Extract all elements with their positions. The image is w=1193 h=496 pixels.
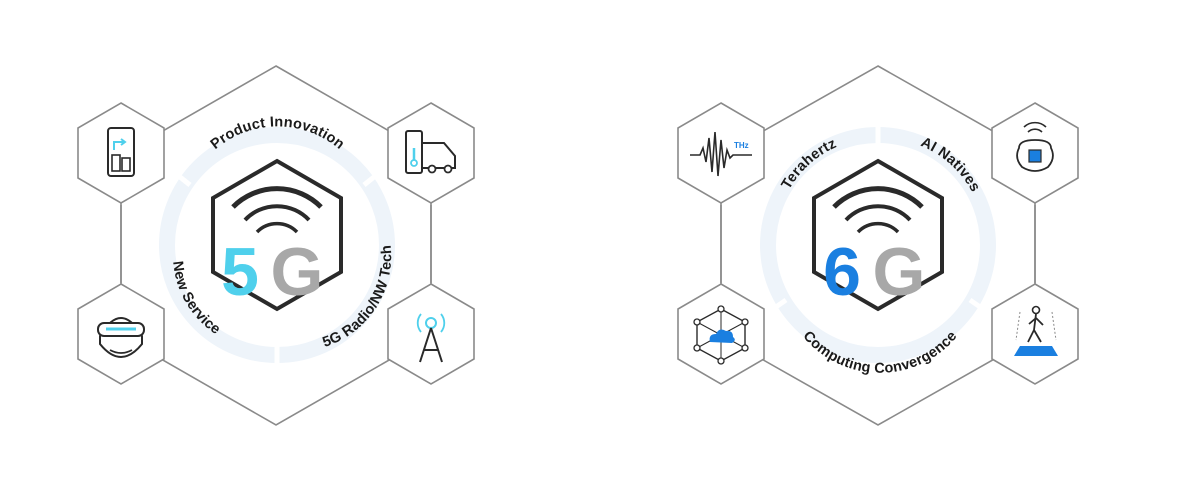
thz-label: THz [734,141,749,150]
terahertz-wave-icon: THz [690,131,752,177]
satellite-phone [77,102,165,204]
6g-digit: 6 [823,234,861,310]
phone-3d-icon [107,127,135,177]
satellite-antenna [387,283,475,385]
light-ring [159,127,395,365]
diagram-5g: 5 G Product Innovation 5G Radio/NW Tech … [77,65,475,426]
5g-letter: G [271,234,324,310]
satellite-ai [991,102,1079,204]
5g-cube-logo: 5 G [211,158,343,312]
antenna-tower-icon [416,313,446,363]
6g-cube-logo: 6 G [812,158,944,312]
vr-headset-icon [97,317,145,358]
delivery-van-icon [405,130,456,174]
diagram-6g: 6 G Terahertz AI Natives Computing Conve… [677,65,1079,426]
satellite-hologram [991,283,1079,385]
5g-digit: 5 [221,234,259,310]
cloud-network-icon [693,305,749,365]
satellite-van [387,102,475,204]
satellite-cloud [677,283,765,385]
ai-brain-chip-icon [1016,121,1054,172]
hologram-person-icon [1014,305,1058,356]
satellite-vr [77,283,165,385]
6g-letter: G [873,234,926,310]
satellite-terahertz: THz [677,102,765,204]
